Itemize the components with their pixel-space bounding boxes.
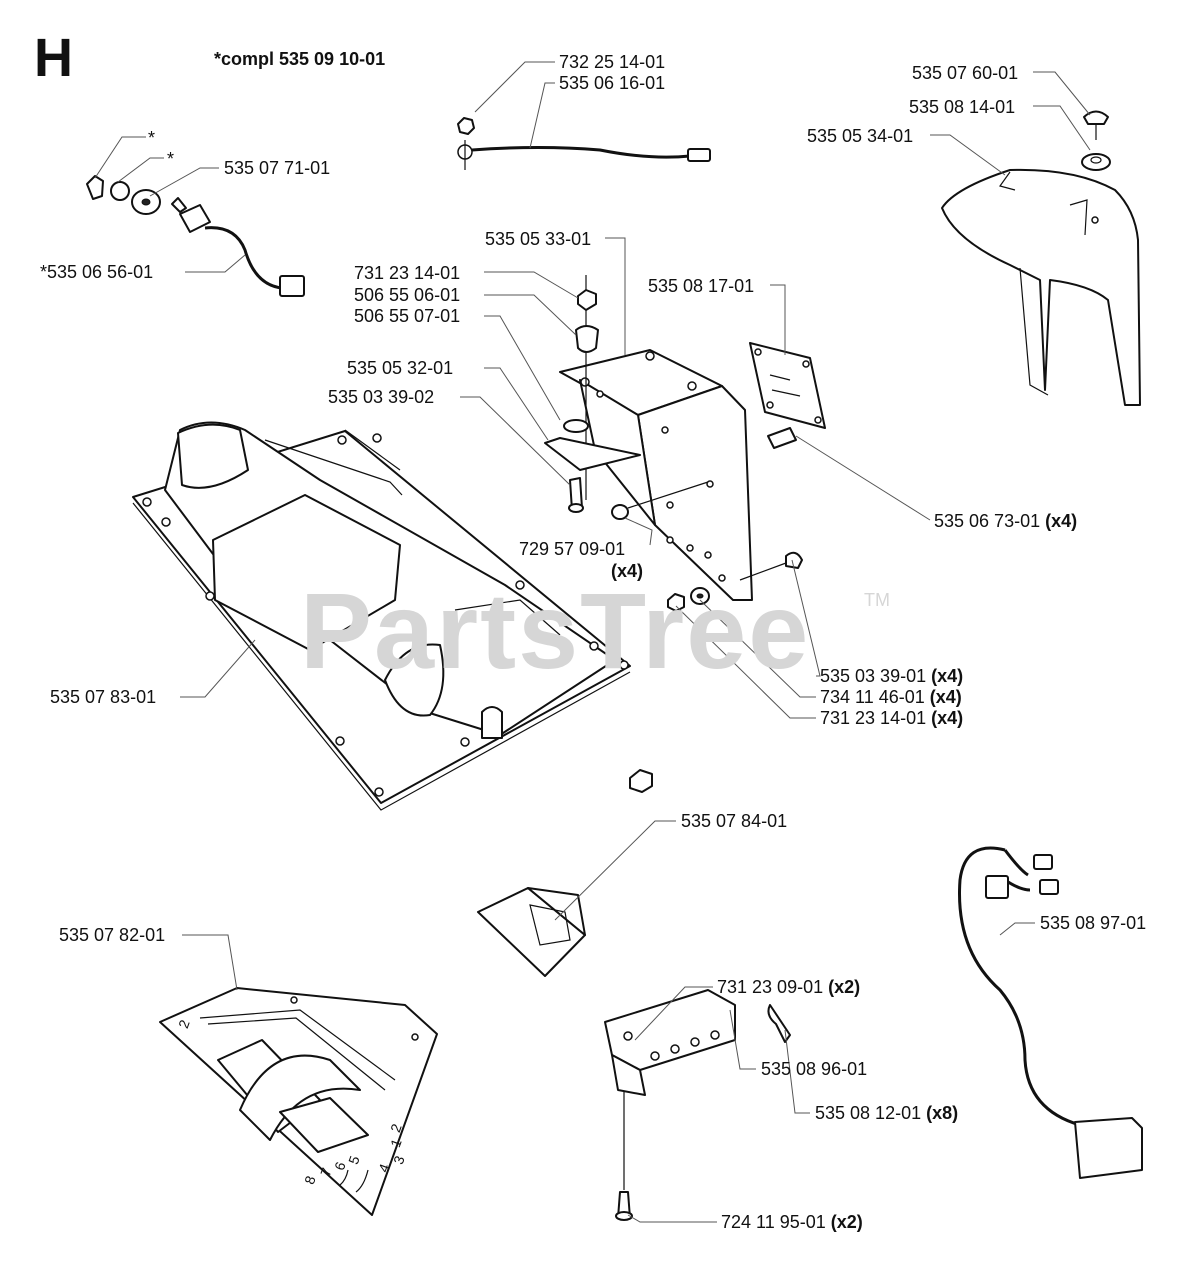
callout-label: 535 06 73-01 (x4) <box>934 511 1078 531</box>
cover-washer <box>1081 153 1111 171</box>
callout-label: *535 06 56-01 <box>40 262 154 282</box>
wedge-block <box>477 887 586 977</box>
control-board <box>159 987 438 1216</box>
cover <box>941 168 1141 406</box>
callout-label: 535 07 84-01 <box>681 811 788 831</box>
leader-lines <box>94 61 1091 1223</box>
callout-label: 535 06 16-01 <box>559 73 666 93</box>
callout-label: 535 07 82-01 <box>59 925 166 945</box>
callout-label: 535 08 96-01 <box>761 1059 868 1079</box>
callout-label: 535 05 34-01 <box>807 126 914 146</box>
callout-label: 731 23 14-01 (x4) <box>820 708 964 728</box>
watermark-trademark: TM <box>864 590 890 610</box>
callout-label: 535 08 97-01 <box>1040 913 1147 933</box>
circuit-board <box>749 342 826 429</box>
bracket-screw <box>611 481 709 520</box>
callout-label: 535 05 32-01 <box>347 358 454 378</box>
callout-label: * <box>167 149 175 169</box>
callout-label: 535 08 14-01 <box>909 97 1016 117</box>
section-letter: H <box>34 28 73 88</box>
nut-washer-stack <box>544 275 641 513</box>
callout-label: 731 23 09-01 (x2) <box>717 977 861 997</box>
callout-label: 724 11 95-01 (x2) <box>721 1212 863 1232</box>
callout-label: 535 03 39-02 <box>328 387 435 407</box>
callout-label: 734 11 46-01 (x4) <box>820 687 962 707</box>
callout-label: 535 08 12-01 (x8) <box>815 1103 959 1123</box>
callout-label: 506 55 07-01 <box>354 306 461 326</box>
bracket-fasteners <box>667 551 803 612</box>
callout-label: 731 23 14-01 <box>354 263 461 283</box>
watermark: PartsTree <box>300 570 811 691</box>
wiring-harness <box>958 846 1143 1179</box>
mounting-bracket <box>559 349 753 601</box>
base-plate <box>132 421 631 811</box>
callout-label: 506 55 06-01 <box>354 285 461 305</box>
callout-label: * <box>148 128 156 148</box>
terminal-clip <box>767 1004 791 1043</box>
callout-label: 535 07 71-01 <box>224 158 331 178</box>
board-spacer <box>767 427 931 521</box>
callout-label: 732 25 14-01 <box>559 52 666 72</box>
terminal-block <box>604 769 736 1221</box>
callout-label: 535 08 17-01 <box>648 276 755 296</box>
callout-label: 535 07 60-01 <box>912 63 1019 83</box>
callout-label: 535 07 83-01 <box>50 687 157 707</box>
switch-assembly <box>86 175 305 297</box>
cover-screw <box>1083 110 1109 140</box>
ground-cable <box>457 117 711 170</box>
callout-label: 535 05 33-01 <box>485 229 592 249</box>
callout-label: 729 57 09-01 <box>519 539 626 559</box>
complete-assembly-note: *compl 535 09 10-01 <box>214 49 386 69</box>
callout-label: 535 03 39-01 (x4) <box>820 666 964 686</box>
callout-quantity: (x4) <box>611 561 644 581</box>
